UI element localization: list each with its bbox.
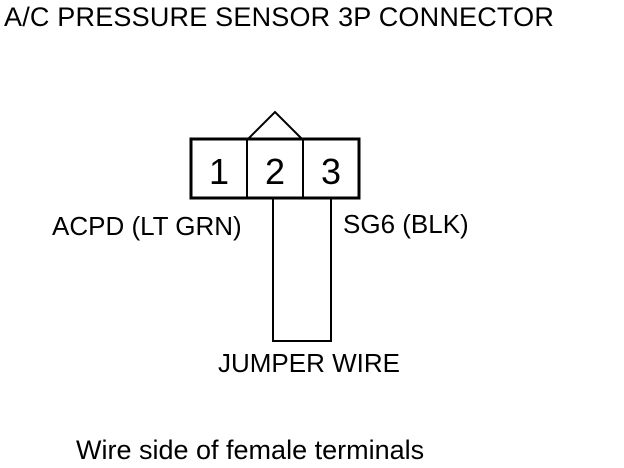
jumper-wire	[272, 198, 332, 342]
jumper-wire-label: JUMPER WIRE	[218, 348, 400, 378]
acpd-wire-label: ACPD (LT GRN)	[52, 211, 242, 241]
sg6-wire-label: SG6 (BLK)	[343, 209, 469, 239]
terminal-3-number: 3	[321, 151, 341, 192]
connector-lock-tab	[247, 110, 303, 140]
terminal-1-number: 1	[209, 151, 229, 192]
diagram-title: A/C PRESSURE SENSOR 3P CONNECTOR	[4, 2, 555, 32]
diagram-caption: Wire side of female terminals	[76, 435, 425, 465]
terminal-2-number: 2	[265, 151, 285, 192]
connector-housing	[189, 137, 361, 200]
